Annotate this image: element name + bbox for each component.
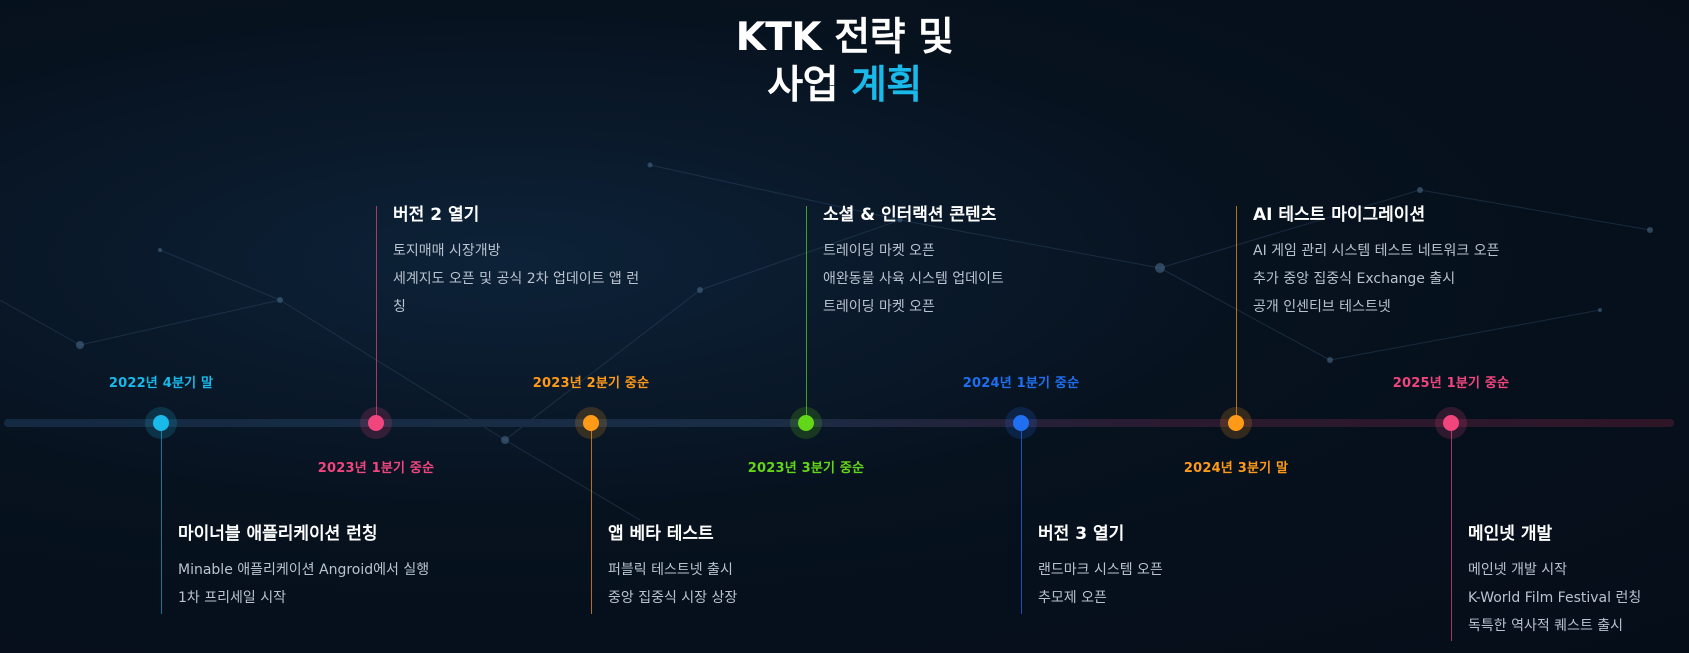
milestone-item: 퍼블릭 테스트넷 출시	[608, 562, 733, 578]
milestone-dot-2023-q2	[583, 415, 599, 431]
milestone-date: 2023년 3분기 중순	[747, 461, 865, 476]
milestone-item: 중앙 집중식 시장 상장	[608, 590, 738, 606]
title-line-2: 사업 계획	[0, 62, 1689, 110]
milestone-item: 랜드마크 시스템 오픈	[1038, 562, 1163, 578]
title-line-1: KTK 전략 및	[735, 15, 954, 60]
milestone-item: 칭	[393, 299, 406, 315]
title-accent: 계획	[851, 63, 922, 108]
milestone-dot-2023-q3	[798, 415, 814, 431]
milestone-item: 공개 인센티브 테스트넷	[1253, 299, 1391, 315]
milestone-date: 2022년 4분기 말	[108, 376, 214, 391]
milestone-connector	[376, 206, 377, 415]
milestone-connector	[1021, 431, 1022, 614]
milestone-dot-2024-q3	[1228, 415, 1244, 431]
milestone-title: 버전 2 열기	[393, 205, 480, 225]
milestone-connector	[1236, 206, 1237, 415]
milestone-date: 2024년 3분기 말	[1183, 461, 1289, 476]
milestone-title: AI 테스트 마이그레이션	[1253, 205, 1426, 225]
milestone-item: 메인넷 개발 시작	[1468, 562, 1568, 578]
milestone-title: 소셜 & 인터랙션 콘텐츠	[823, 205, 997, 225]
milestone-item: AI 게임 관리 시스템 테스트 네트워크 오픈	[1253, 243, 1500, 259]
milestone-item: Minable 애플리케이션 Angroid에서 실행	[178, 562, 430, 578]
milestone-title: 버전 3 열기	[1038, 524, 1125, 544]
title-line-2-prefix: 사업	[767, 63, 852, 108]
milestone-connector	[161, 431, 162, 614]
milestone-item: 1차 프리세일 시작	[178, 590, 286, 606]
milestone-title: 메인넷 개발	[1468, 524, 1553, 544]
milestone-content: AI 테스트 마이그레이션 AI 게임 관리 시스템 테스트 네트워크 오픈 추…	[1253, 203, 1543, 321]
milestone-content: 버전 3 열기 랜드마크 시스템 오픈 추모제 오픈	[1038, 522, 1328, 612]
milestone-item: 추모제 오픈	[1038, 590, 1107, 606]
milestone-item: K-World Film Festival 런칭	[1468, 590, 1642, 606]
milestone-item: 트레이딩 마켓 오픈	[823, 243, 935, 259]
milestone-item: 토지매매 시장개방	[393, 243, 501, 259]
milestone-dot-2023-q1	[368, 415, 384, 431]
page-title: KTK 전략 및 사업 계획	[0, 14, 1689, 110]
milestone-item: 애완동물 사육 시스템 업데이트	[823, 271, 1004, 287]
milestone-content: 버전 2 열기 토지매매 시장개방 세계지도 오픈 및 공식 2차 업데이트 앱…	[393, 203, 683, 321]
milestone-title: 앱 베타 테스트	[608, 524, 714, 544]
milestone-content: 메인넷 개발 메인넷 개발 시작 K-World Film Festival 런…	[1468, 522, 1683, 640]
milestone-content: 마이너블 애플리케이션 런칭 Minable 애플리케이션 Angroid에서 …	[178, 522, 468, 612]
milestone-date: 2025년 1분기 중순	[1392, 376, 1510, 391]
milestone-content: 앱 베타 테스트 퍼블릭 테스트넷 출시 중앙 집중식 시장 상장	[608, 522, 898, 612]
milestone-item: 독특한 역사적 퀘스트 출시	[1468, 618, 1624, 634]
milestone-content: 소셜 & 인터랙션 콘텐츠 트레이딩 마켓 오픈 애완동물 사육 시스템 업데이…	[823, 203, 1113, 321]
timeline-track	[4, 419, 1674, 427]
milestone-date: 2024년 1분기 중순	[962, 376, 1080, 391]
milestone-dot-2024-q1	[1013, 415, 1029, 431]
milestone-item: 트레이딩 마켓 오픈	[823, 299, 935, 315]
milestone-connector	[806, 206, 807, 415]
milestone-title: 마이너블 애플리케이션 런칭	[178, 524, 378, 544]
milestone-date: 2023년 2분기 중순	[532, 376, 650, 391]
milestone-date: 2023년 1분기 중순	[317, 461, 435, 476]
milestone-connector	[1451, 431, 1452, 641]
milestone-dot-2025-q1	[1443, 415, 1459, 431]
milestone-item: 추가 중앙 집중식 Exchange 출시	[1253, 271, 1456, 287]
milestone-dot-2022-q4	[153, 415, 169, 431]
milestone-item: 세계지도 오픈 및 공식 2차 업데이트 앱 런	[393, 271, 640, 287]
milestone-connector	[591, 431, 592, 614]
